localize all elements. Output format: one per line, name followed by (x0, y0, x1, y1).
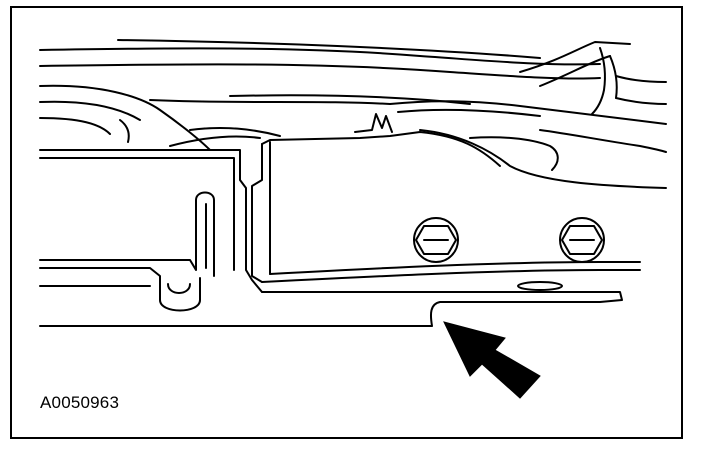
pointer-arrow-icon (443, 321, 541, 399)
figure-reference-code: A0050963 (40, 393, 120, 412)
bracket (251, 131, 641, 283)
bolt-1 (413, 217, 459, 263)
frame-rail (39, 149, 623, 327)
upper-panel (39, 39, 667, 189)
bolt-2 (559, 217, 605, 263)
figure-border (10, 6, 683, 439)
